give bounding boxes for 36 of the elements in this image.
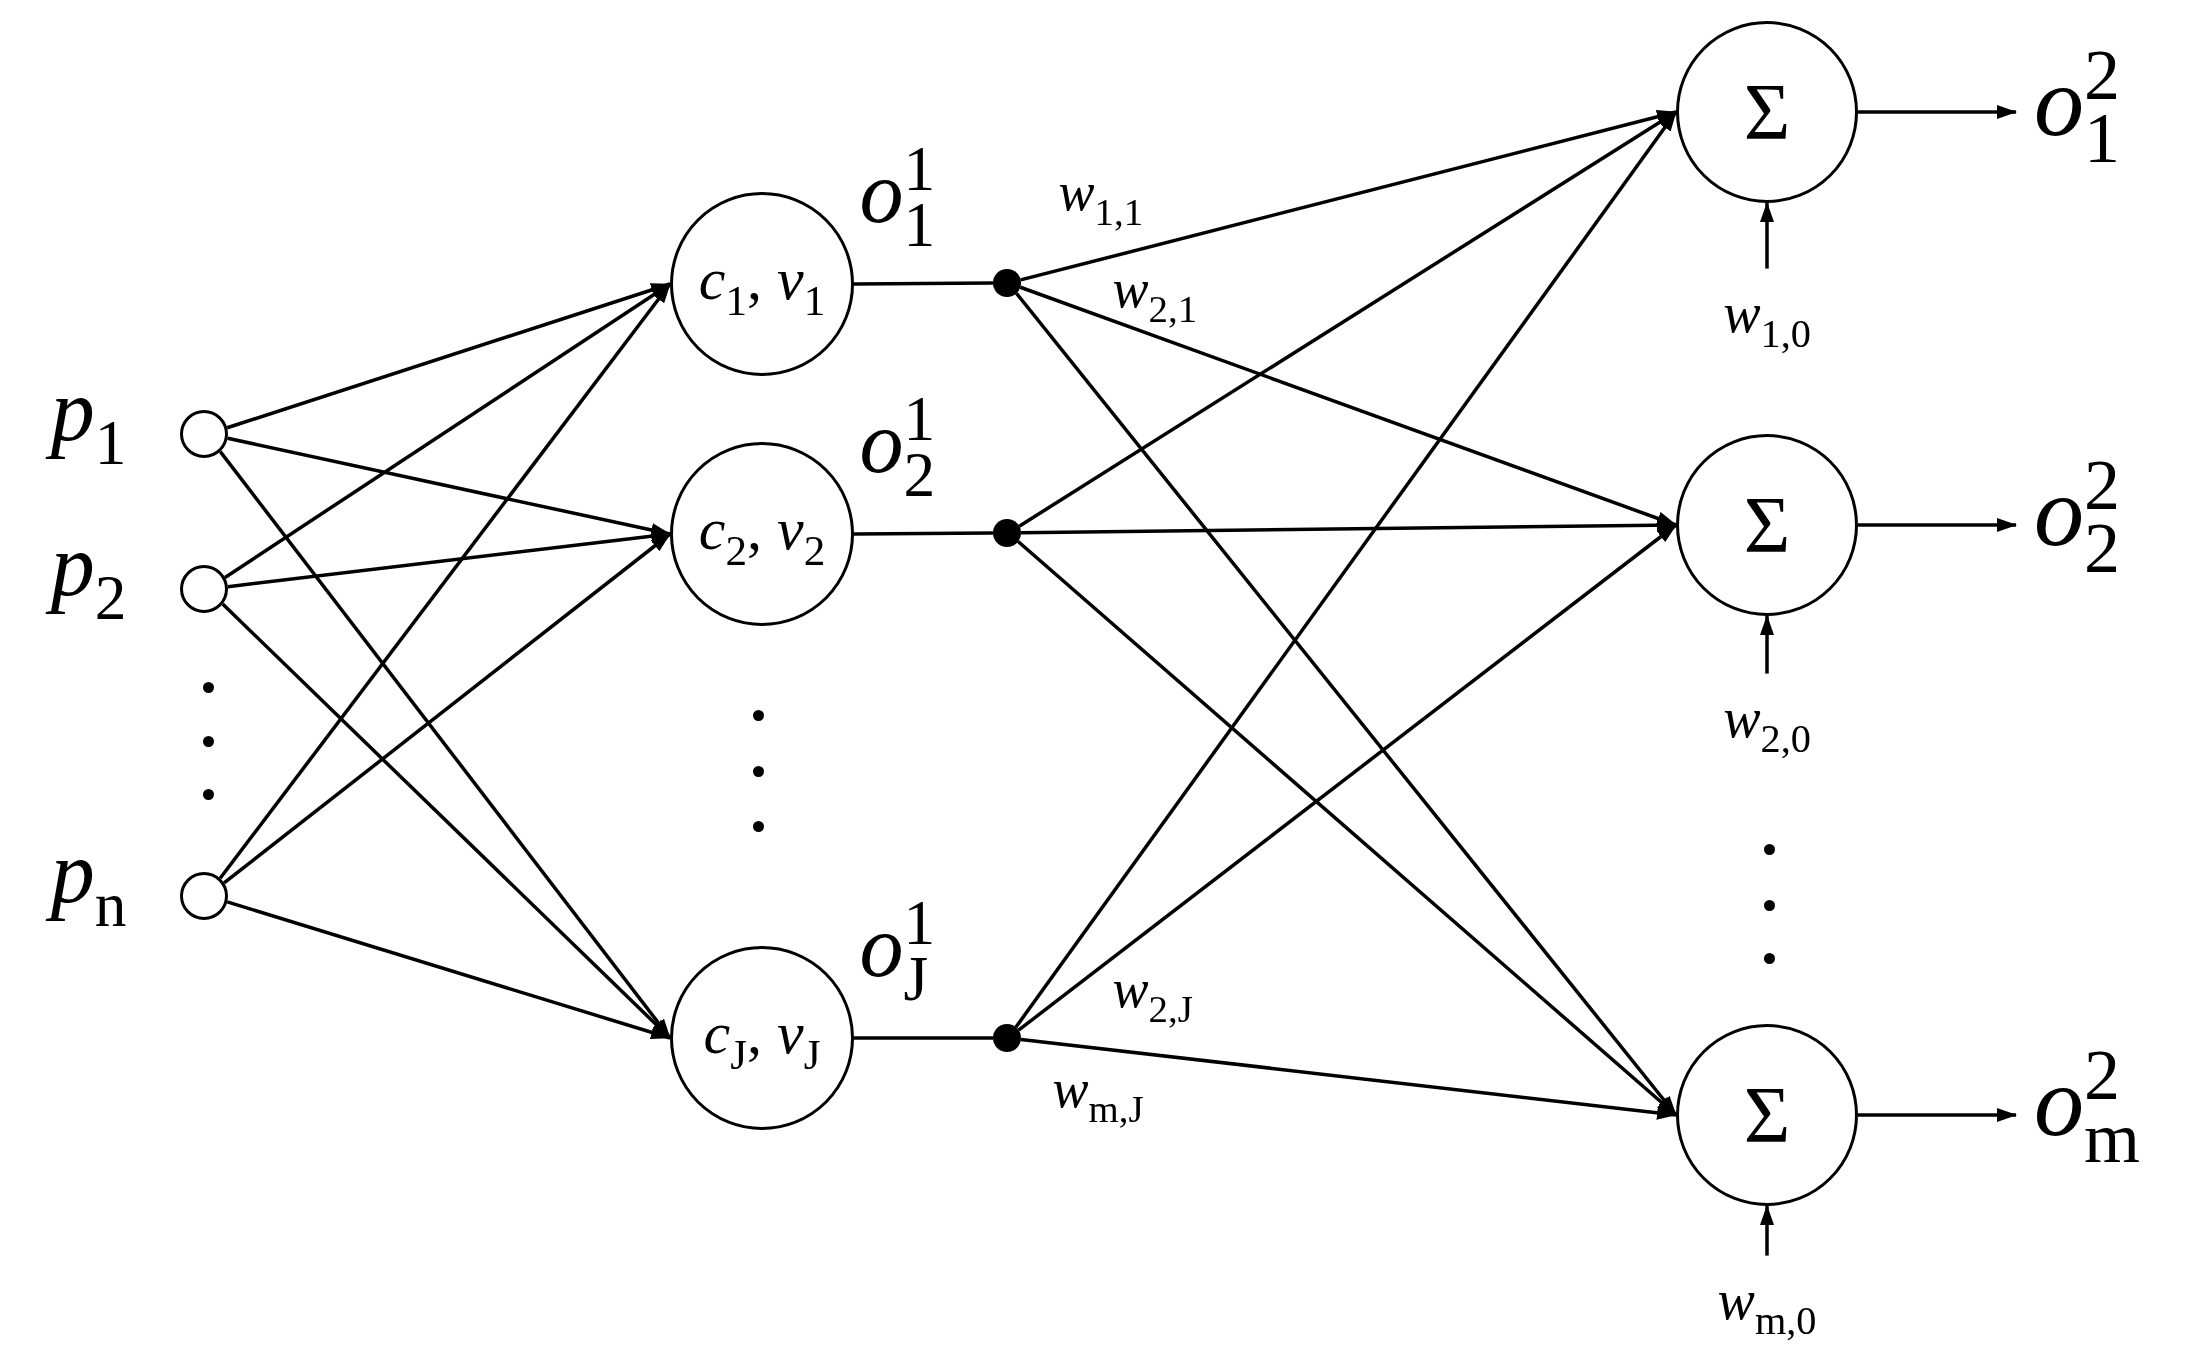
junction-dot	[993, 269, 1021, 297]
bias-weight-label: w$_{m,0}$	[1711, 1263, 1823, 1342]
connector-line	[854, 1036, 993, 1040]
weight-label: w$_{m,J}$	[1051, 1057, 1145, 1129]
arrow	[1858, 1108, 2017, 1122]
summation-symbol: Σ	[1743, 480, 1791, 571]
connector-line	[854, 531, 993, 536]
arrow	[1020, 109, 1677, 282]
arrow	[1858, 105, 2017, 119]
weight-label: w$_{1,1}$	[1057, 160, 1145, 232]
arrow	[226, 900, 671, 1040]
neuron-parameters-label: c$_{1}$, v$_{1}$	[698, 245, 826, 323]
arrow	[224, 282, 671, 579]
arrow	[1017, 523, 1678, 1032]
bias-weight-label: w$_{2,0}$	[1717, 681, 1817, 760]
weight-label: w$_{2,1}$	[1111, 257, 1199, 329]
junction-dot	[993, 519, 1021, 547]
arrow	[226, 282, 671, 430]
input-label: p$_{1}$	[40, 353, 137, 476]
neuron-parameters-label: c$_{2}$, v$_{2}$	[698, 495, 826, 573]
weight-label: w$_{2,J}$	[1111, 957, 1194, 1029]
input-label: p$_{2}$	[40, 508, 137, 631]
junction-dot	[993, 1024, 1021, 1052]
summation-symbol: Σ	[1743, 67, 1791, 158]
arrow	[1760, 202, 1774, 269]
bias-weight-label: w$_{1,0}$	[1717, 276, 1817, 355]
summation-symbol: Σ	[1743, 1070, 1791, 1161]
neuron-parameters-label: c$_{J}$, v$_{J}$	[703, 999, 821, 1077]
input-label: p$_{n}$	[40, 815, 137, 938]
arrow	[1858, 518, 2017, 532]
arrow	[227, 436, 671, 537]
arrow	[1760, 615, 1774, 674]
arrow	[1018, 110, 1677, 528]
arrow	[1020, 1037, 1677, 1120]
connector-line	[854, 281, 993, 286]
arrow	[1760, 1205, 1774, 1256]
